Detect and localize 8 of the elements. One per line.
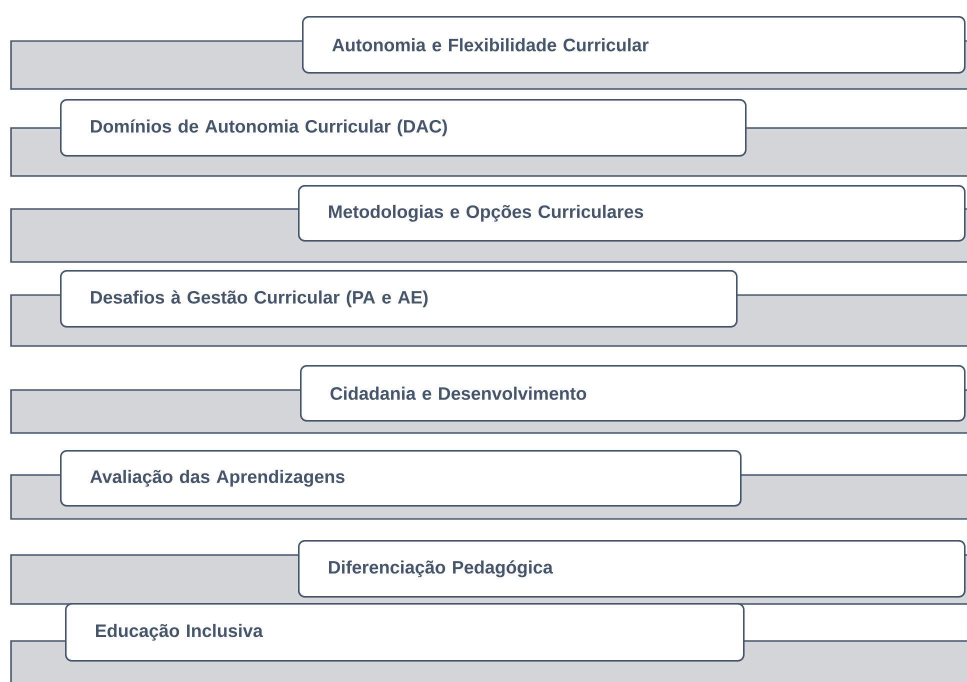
topic-box: Avaliação das Aprendizagens <box>60 450 742 507</box>
topic-box: Diferenciação Pedagógica <box>298 540 966 598</box>
topic-box: Desafios à Gestão Curricular (PA e AE) <box>60 270 738 328</box>
topic-box: Cidadania e Desenvolvimento <box>300 365 966 422</box>
topic-box: Educação Inclusiva <box>65 603 745 662</box>
topic-box: Metodologias e Opções Curriculares <box>298 185 966 242</box>
topic-box: Domínios de Autonomia Curricular (DAC) <box>60 99 747 157</box>
topic-box: Autonomia e Flexibilidade Curricular <box>302 16 966 74</box>
